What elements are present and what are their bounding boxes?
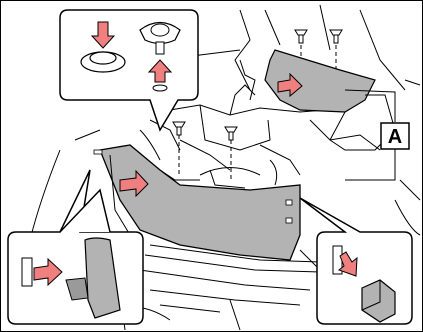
- push-pin-clip-icon: [81, 52, 125, 72]
- part-label-text: A: [388, 126, 402, 148]
